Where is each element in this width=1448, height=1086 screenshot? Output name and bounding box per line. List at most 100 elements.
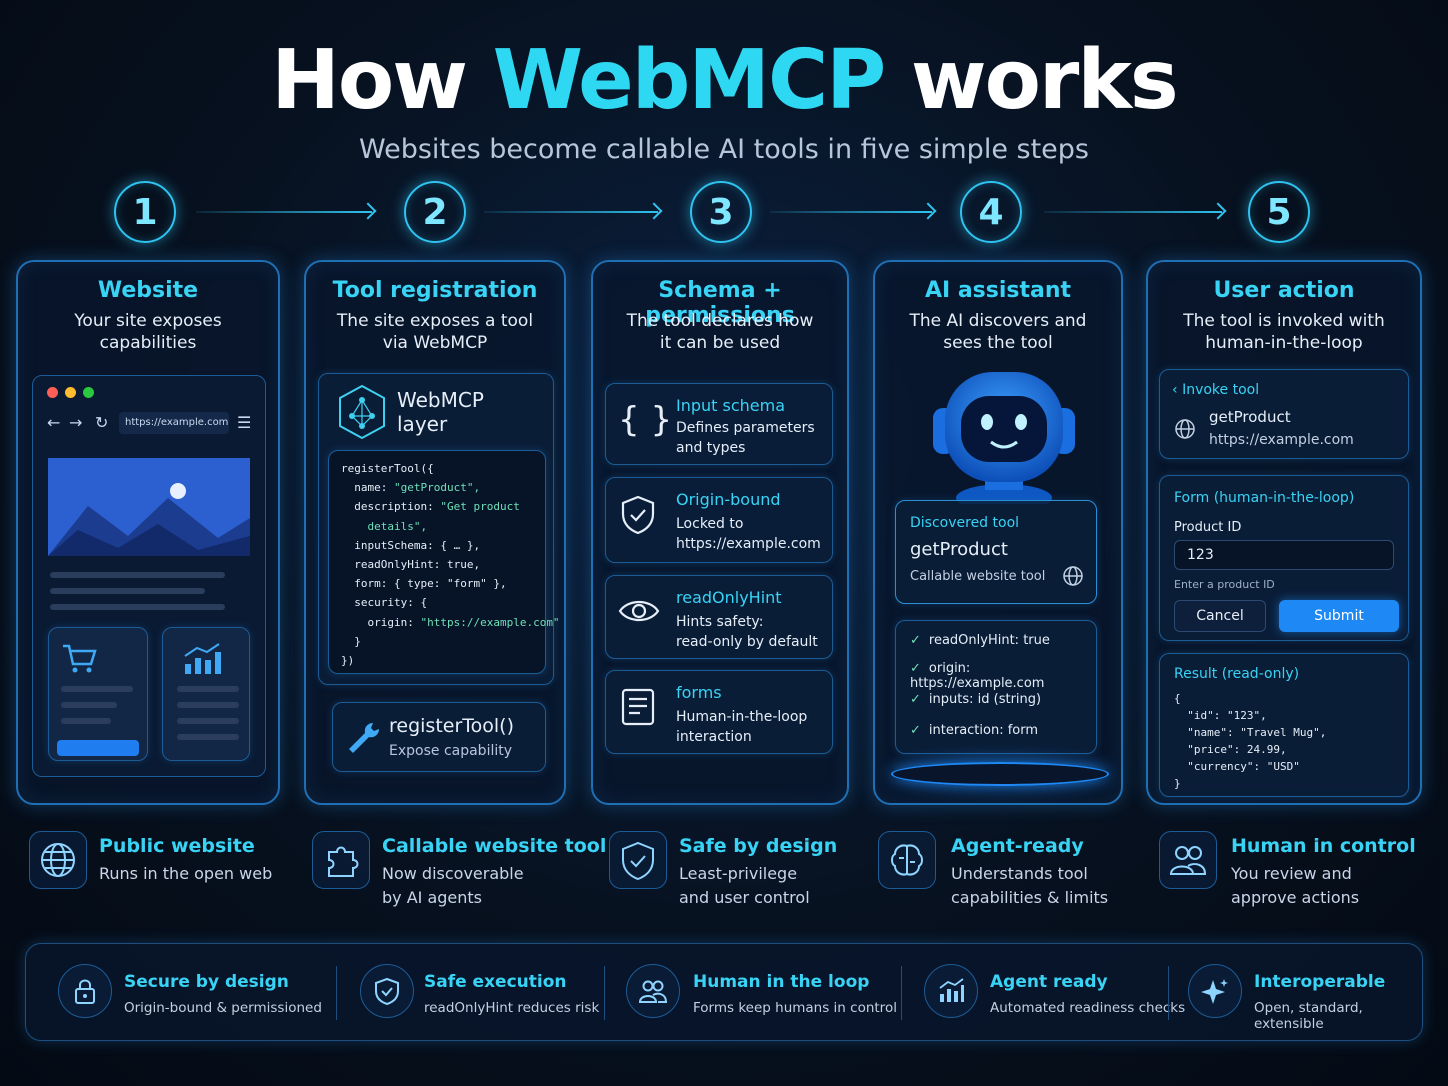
text-bar: [50, 604, 225, 610]
register-desc: Expose capability: [389, 743, 513, 759]
result-json: { "id": "123", "name": "Travel Mug", "pr…: [1174, 692, 1327, 790]
globe-icon: [29, 831, 87, 889]
check-item: ✓readOnlyHint: true: [910, 633, 1050, 648]
human-form-card: Form (human-in-the-loop) Product ID 123 …: [1159, 475, 1409, 641]
panel-website: Website Your site exposes capabilities ←…: [16, 260, 280, 805]
minimize-dot-icon: [65, 387, 76, 398]
invoke-tool-card[interactable]: ‹ Invoke tool getProduct https://example…: [1159, 369, 1409, 459]
shield-check-icon: [609, 831, 667, 889]
panel-desc: The tool is invoked with human-in-the-lo…: [1183, 311, 1385, 353]
panel-desc: The site exposes a tool via WebMCP: [336, 311, 534, 353]
feature-title: Public website: [99, 835, 255, 857]
page-subtitle: Websites become callable AI tools in fiv…: [358, 134, 1089, 165]
step-3-number: 3: [690, 181, 752, 243]
schema-item-readonly: readOnlyHint Hints safety:read-only by d…: [605, 575, 833, 659]
check-item: ✓origin: https://example.com: [910, 661, 1045, 691]
panel-title: Website: [97, 278, 199, 303]
users-icon: [1159, 831, 1217, 889]
menu-icon[interactable]: ☰: [237, 413, 252, 432]
code-block: registerTool({ name: "getProduct", descr…: [328, 450, 560, 674]
feature-title: Agent-ready: [951, 835, 1084, 857]
register-title: registerTool(): [389, 715, 515, 737]
braces-icon: { }: [618, 400, 673, 440]
bar-chart-icon: [184, 643, 221, 674]
robot-assistant-icon: [933, 372, 1075, 504]
form-icon: [621, 688, 655, 726]
wrench-icon: [349, 722, 380, 753]
feature-title: Safe by design: [679, 835, 838, 857]
check-icon: ✓: [910, 633, 921, 648]
glow-platform: [891, 762, 1109, 786]
panel-desc: Your site exposes capabilities: [74, 311, 222, 353]
page-title: How WebMCP works: [271, 33, 1178, 128]
check-item: ✓interaction: form: [910, 723, 1039, 738]
panel-title: Schema + permissions: [645, 278, 795, 328]
step-2-number: 2: [404, 181, 466, 243]
feature-title: Human in control: [1231, 835, 1416, 857]
text-bar: [50, 588, 205, 594]
panel-desc: The AI discovers and sees the tool: [909, 311, 1087, 353]
register-tool-card: registerTool() Expose capability: [332, 702, 546, 772]
arrow-3-4: [770, 211, 932, 213]
invoke-label: ‹ Invoke tool: [1172, 382, 1260, 398]
shield-check-icon: [360, 964, 414, 1018]
back-arrow-icon[interactable]: ←: [47, 413, 61, 432]
submit-button[interactable]: Submit: [1279, 600, 1399, 632]
result-card: Result (read-only) { "id": "123", "name"…: [1159, 653, 1409, 797]
product-id-input[interactable]: 123: [1174, 540, 1394, 570]
close-dot-icon: [47, 387, 58, 398]
panel-title: AI assistant: [924, 278, 1072, 303]
browser-window: ← → ↻ https://example.com ☰: [32, 375, 266, 777]
users-icon: [626, 964, 680, 1018]
discovered-tool-card[interactable]: Discovered tool getProduct Callable webs…: [895, 500, 1097, 604]
text-bar: [50, 572, 225, 578]
check-icon: ✓: [910, 661, 921, 676]
product-card-cart: [48, 627, 148, 761]
landscape-image-icon: [48, 458, 250, 556]
tool-checks-card: ✓readOnlyHint: true ✓origin: https://exa…: [895, 620, 1097, 754]
layer-title: WebMCP layer: [397, 388, 484, 436]
panel-title: Tool registration: [332, 278, 538, 303]
panel-ai-assistant: AI assistant The AI discovers and sees t…: [873, 260, 1123, 805]
product-id-label: Product ID: [1174, 520, 1242, 535]
step-5-number: 5: [1248, 181, 1310, 243]
check-item: ✓inputs: id (string): [910, 692, 1042, 707]
sparkle-icon: [1188, 964, 1242, 1018]
arrow-1-2: [196, 211, 372, 213]
globe-icon: [1063, 566, 1083, 586]
step-4-number: 4: [960, 181, 1022, 243]
panel-desc: The tool declares how it can be used: [626, 311, 814, 353]
tool-name: getProduct: [910, 539, 1008, 560]
product-card-stats: [162, 627, 250, 761]
eye-icon: [618, 600, 660, 622]
url-bar[interactable]: https://example.com: [119, 412, 229, 434]
brain-icon: [878, 831, 936, 889]
panel-title: User action: [1213, 278, 1355, 303]
check-icon: ✓: [910, 692, 921, 707]
title-accent: WebMCP: [492, 33, 887, 128]
code-text: registerTool({ name: "getProduct", descr…: [341, 462, 560, 668]
reload-icon[interactable]: ↻: [95, 413, 109, 432]
feature-desc: Runs in the open web: [99, 864, 273, 883]
buy-button[interactable]: [57, 740, 139, 756]
webmcp-layer-card: WebMCP layer registerTool({ name: "getPr…: [318, 373, 560, 685]
step-1-number: 1: [114, 181, 176, 243]
globe-icon: [1175, 419, 1195, 439]
check-icon: ✓: [910, 723, 921, 738]
panel-tool-registration: Tool registration The site exposes a too…: [304, 260, 566, 805]
cancel-button[interactable]: Cancel: [1174, 600, 1266, 632]
feature-title: Callable website tool: [382, 835, 607, 857]
chart-icon: [924, 964, 978, 1018]
shield-check-icon: [621, 495, 655, 535]
arrow-2-3: [484, 211, 658, 213]
forward-arrow-icon[interactable]: →: [69, 413, 83, 432]
panel-user-action: User action The tool is invoked with hum…: [1146, 260, 1422, 805]
arrow-4-5: [1044, 211, 1222, 213]
